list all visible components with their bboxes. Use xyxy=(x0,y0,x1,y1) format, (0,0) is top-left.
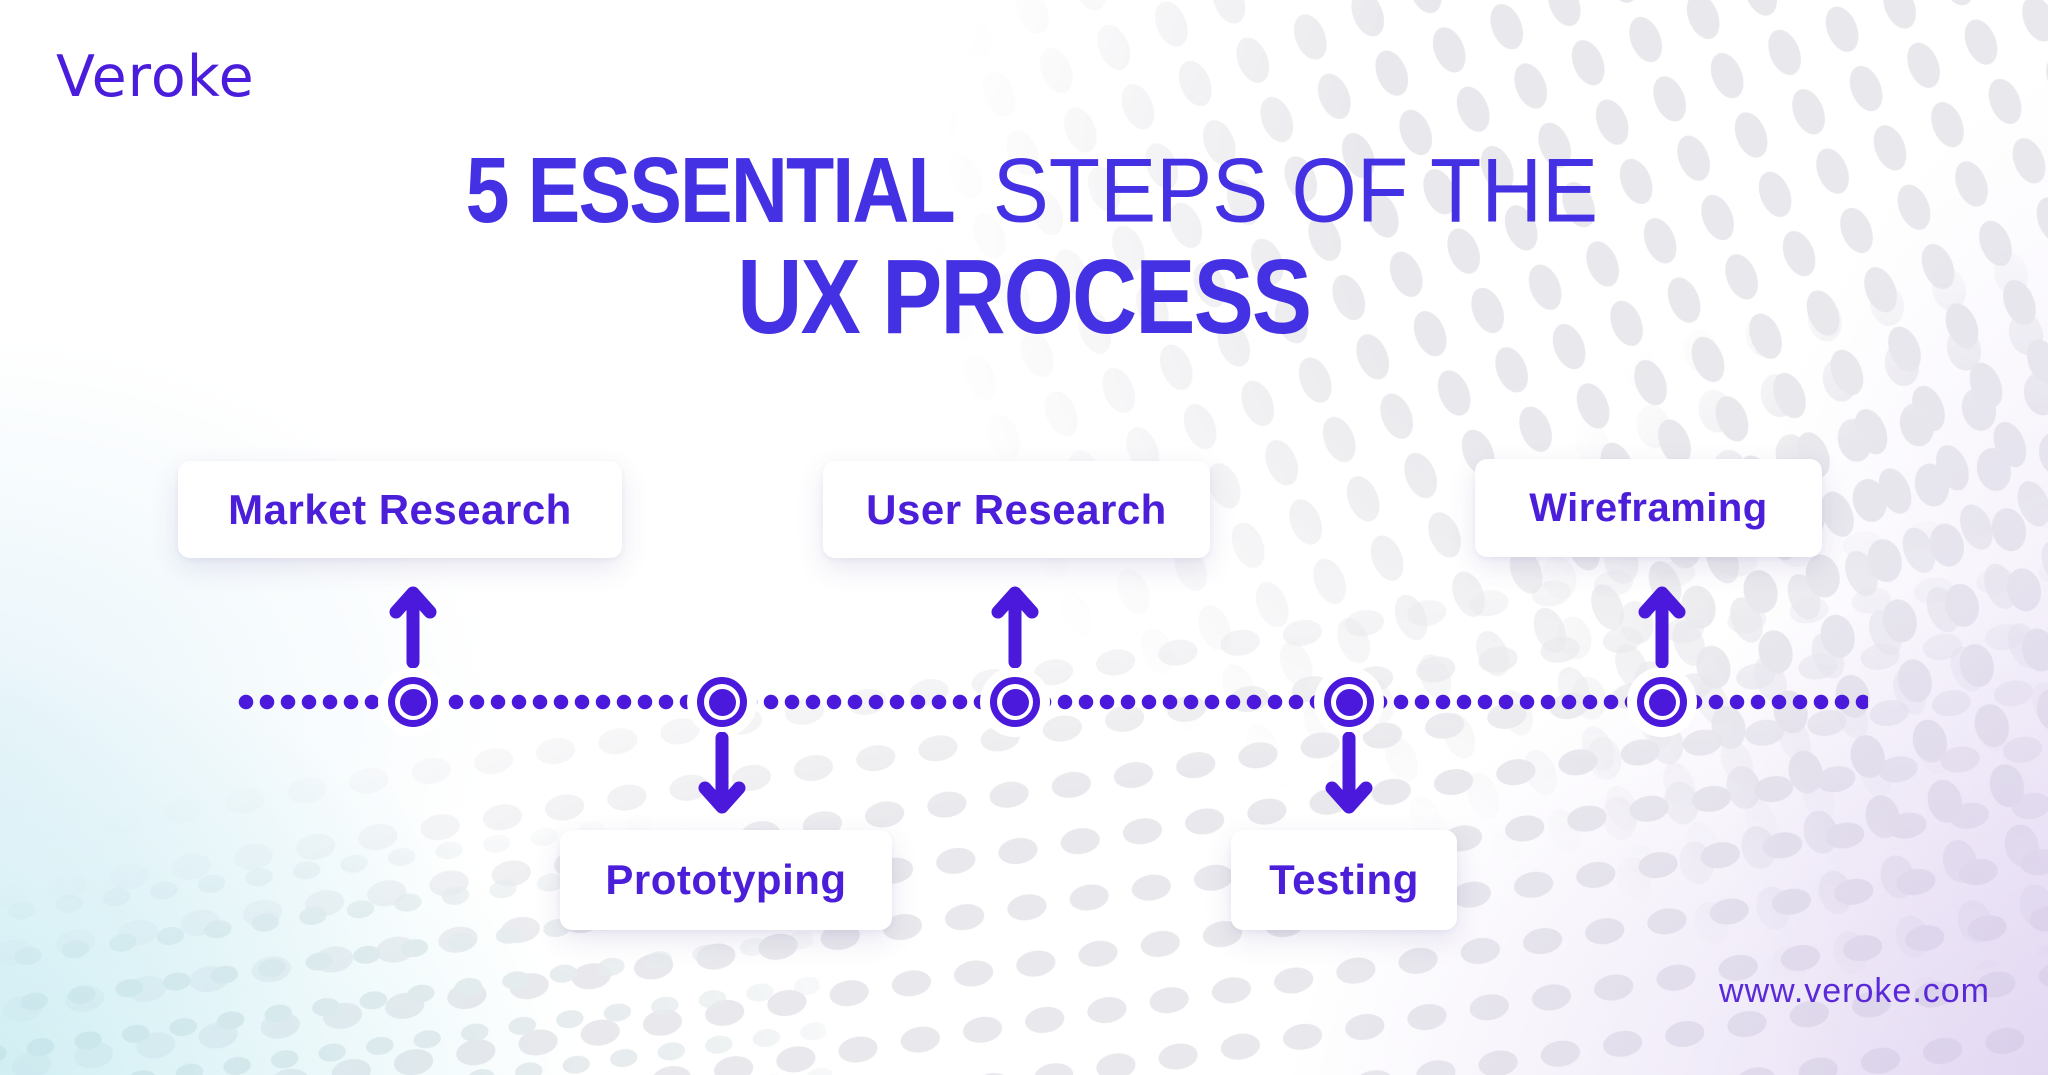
website-url: www.veroke.com xyxy=(1719,972,1990,1010)
timeline-node-testing xyxy=(1314,667,1384,737)
timeline-node-market-research xyxy=(378,667,448,737)
timeline-node-prototyping xyxy=(687,667,757,737)
step-card-user-research: User Research xyxy=(823,461,1210,558)
step-card-testing: Testing xyxy=(1231,830,1457,930)
veroke-logo: Veroke xyxy=(56,44,255,110)
title-light-middle: STEPS OF THE xyxy=(992,139,1599,241)
title-heavy-line2: UX PROCESS xyxy=(737,238,1313,357)
step-card-prototyping: Prototyping xyxy=(560,830,892,930)
step-card-wireframing: Wireframing xyxy=(1475,459,1822,557)
up-arrow-icon xyxy=(387,584,439,668)
step-card-market-research: Market Research xyxy=(178,461,622,558)
up-arrow-icon xyxy=(1636,584,1688,668)
timeline-dotted-line xyxy=(236,694,1868,710)
timeline-node-user-research xyxy=(980,667,1050,737)
down-arrow-icon xyxy=(696,732,748,816)
title-heavy-prefix: 5 ESSENTIAL xyxy=(465,138,956,242)
down-arrow-icon xyxy=(1323,732,1375,816)
timeline-node-wireframing xyxy=(1627,667,1697,737)
page-title: 5 ESSENTIAL STEPS OF THE UX PROCESS xyxy=(0,139,2048,350)
up-arrow-icon xyxy=(989,584,1041,668)
